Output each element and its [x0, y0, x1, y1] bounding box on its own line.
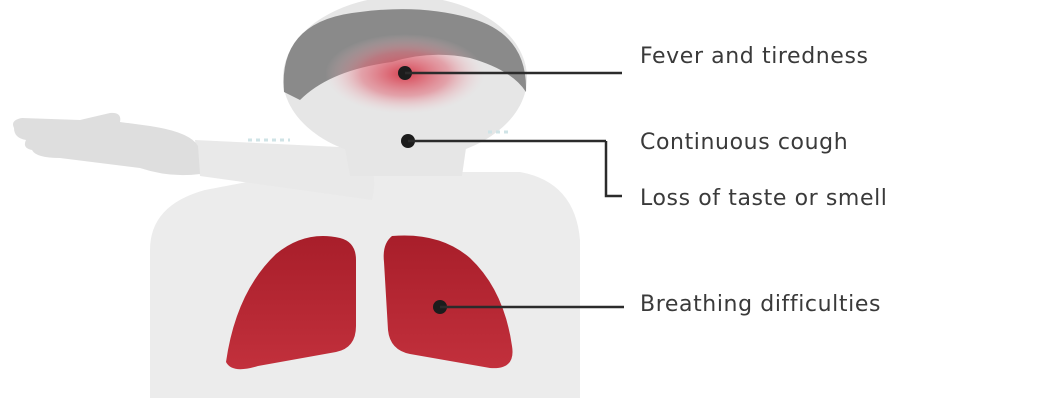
- label-breathing-difficulties: Breathing difficulties: [640, 292, 881, 317]
- symptom-bracket: [606, 141, 622, 196]
- torso: [150, 172, 580, 398]
- label-fever-and-tiredness: Fever and tiredness: [640, 44, 869, 69]
- label-continuous-cough: Continuous cough: [640, 130, 848, 155]
- hand: [13, 113, 200, 175]
- label-loss-of-taste-or-smell: Loss of taste or smell: [640, 186, 888, 211]
